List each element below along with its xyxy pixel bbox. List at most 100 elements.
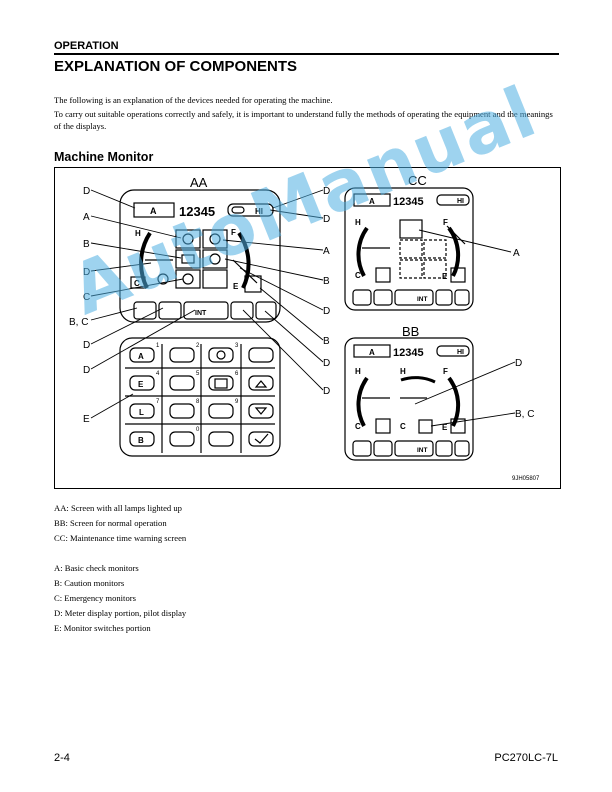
leader-d9 <box>242 309 324 391</box>
cc-hour-meter: 12345 <box>393 196 424 208</box>
num-8: 8 <box>196 399 200 405</box>
legend-c: C: Emergency monitors <box>54 593 136 603</box>
leader-d2 <box>90 262 152 272</box>
leader-a2 <box>222 239 324 251</box>
callout-b-c: B, C <box>515 409 534 420</box>
switch-b-label: B <box>138 436 144 445</box>
switch-l-button[interactable] <box>129 403 155 419</box>
cc-fuel-icon <box>450 267 466 283</box>
switch-l-label: L <box>139 408 144 417</box>
bb-hydraulic-icon <box>375 418 391 434</box>
switch-a-button[interactable] <box>129 347 155 363</box>
callout-b: B <box>83 239 90 250</box>
page-title: EXPLANATION OF COMPONENTS <box>54 58 298 75</box>
switch-confirm-button[interactable] <box>248 431 274 447</box>
aa-mode-a: A <box>150 206 157 216</box>
aa-fuel-needle <box>232 259 258 284</box>
switch-wiper-button[interactable] <box>208 403 234 419</box>
legend-e: E: Monitor switches portion <box>54 623 151 633</box>
cc-screen-bezel <box>344 187 474 311</box>
monitor-switch-panel <box>119 337 281 457</box>
aa-lamp-2 <box>202 229 228 249</box>
num-5: 5 <box>196 371 200 377</box>
aa-gauge-e: E <box>233 282 239 291</box>
bb-mode-a: A <box>369 348 375 357</box>
callout-b-c: B, C <box>69 317 88 328</box>
switch-down-button[interactable] <box>248 403 274 419</box>
aa-hour-meter: 12345 <box>179 204 215 219</box>
leader-a1 <box>90 215 182 239</box>
cc-hi-box <box>436 194 470 206</box>
legend-d: D: Meter display portion, pilot display <box>54 608 187 618</box>
aa-lamp-1 <box>175 229 201 249</box>
bb-fuel-gauge <box>447 376 461 427</box>
bb-attachment-icon <box>454 440 470 457</box>
aa-mode-a-box <box>133 202 175 218</box>
leader-a3 <box>418 229 512 253</box>
screen-cc-label: CC <box>408 173 427 188</box>
cc-fuel-needle <box>446 225 466 245</box>
bb-gauge-e: E <box>442 423 448 432</box>
cc-washer-icon <box>435 289 453 306</box>
leader-d6 <box>269 209 324 219</box>
leader-bc1 <box>90 307 138 321</box>
bb-hi-label: HI <box>457 349 464 356</box>
callout-a: A <box>83 212 90 223</box>
screen-bb-label: BB <box>402 324 419 339</box>
leader-d1 <box>90 189 136 209</box>
bb-caution-icon <box>418 419 433 434</box>
figure-code: 9JH05807 <box>512 476 540 482</box>
cc-gauge-c: C <box>355 271 361 280</box>
cc-maintenance-lamp <box>399 219 423 239</box>
switch-washer-button[interactable] <box>208 431 234 447</box>
light-icon <box>216 350 226 360</box>
leader-d3 <box>90 307 164 345</box>
aa-lamp-3 <box>175 249 201 269</box>
switch-up-button[interactable] <box>248 375 274 391</box>
switch-blank-button[interactable] <box>169 347 195 363</box>
subheading-machine-monitor: Machine Monitor <box>54 150 154 164</box>
leader-d8 <box>264 310 324 363</box>
aa-c-box <box>130 276 146 289</box>
callout-a: A <box>323 246 330 257</box>
page-number: 2-4 <box>54 752 70 764</box>
cc-lamp-5 <box>423 259 447 279</box>
bb-fuel-icon <box>450 418 466 434</box>
num-0: 0 <box>196 427 200 433</box>
bb-hi-box <box>436 345 470 357</box>
aa-hydraulic-icon <box>157 273 169 285</box>
legend-a: A: Basic check monitors <box>54 563 139 573</box>
leader-b2 <box>224 258 324 281</box>
cc-wiper-int-icon <box>394 289 434 306</box>
switch-e-label: E <box>138 380 144 389</box>
bb-wiper-int-icon <box>394 440 434 457</box>
switch-light-button[interactable] <box>208 347 234 363</box>
aa-lamp-5 <box>175 269 201 289</box>
switch-buzzer-button[interactable] <box>248 347 274 363</box>
leader-b3 <box>259 287 324 341</box>
switch-maintenance-button[interactable] <box>208 375 234 391</box>
bb-int-label: INT <box>417 447 428 454</box>
leader-b1 <box>90 242 182 259</box>
bb-coolant-gauge <box>356 376 369 427</box>
bb-gauge-c: C <box>355 422 361 431</box>
bb-swing-lock-icon <box>373 440 393 457</box>
switch-b-button[interactable] <box>129 431 155 447</box>
switch-bucket-button[interactable] <box>169 403 195 419</box>
bb-gauge-h2: H <box>400 367 406 376</box>
callout-d: D <box>323 186 330 197</box>
callout-d: D <box>323 306 330 317</box>
switch-swing-button[interactable] <box>169 431 195 447</box>
bb-engine-gauge <box>400 376 436 384</box>
cc-gauge-h: H <box>355 218 361 227</box>
cc-mode-a: A <box>369 197 375 206</box>
aa-oil-pressure-icon <box>209 233 221 245</box>
cc-gauge-f: F <box>443 218 448 227</box>
callout-d: D <box>323 386 330 397</box>
bb-gauge-h: H <box>355 367 361 376</box>
switch-list-button[interactable] <box>169 375 195 391</box>
aa-gauge-h: H <box>135 229 141 238</box>
bb-washer-icon <box>435 440 453 457</box>
switch-e-button[interactable] <box>129 375 155 391</box>
aa-hi-label: HI <box>255 207 263 216</box>
